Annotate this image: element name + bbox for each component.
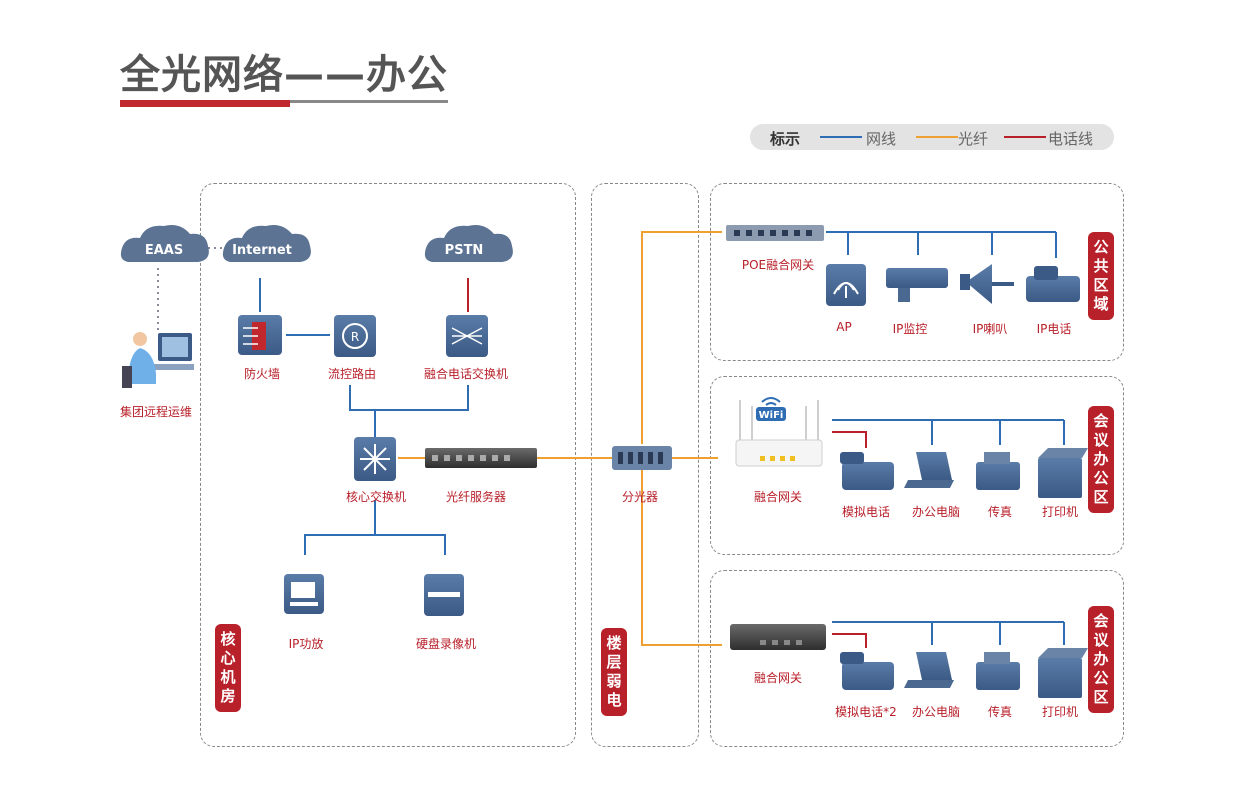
office-pc-2-icon xyxy=(904,652,954,688)
fax-1-label: 传真 xyxy=(987,505,1013,519)
gateway-1-label: 融合网关 xyxy=(753,490,803,504)
legend-network-label: 网线 xyxy=(866,130,897,148)
internet-cloud-label: Internet xyxy=(232,243,292,258)
zone-label-public: 公共区域 xyxy=(1088,232,1114,320)
pstn-cloud: PSTN xyxy=(424,225,513,262)
flow-router-label: 流控路由 xyxy=(327,367,377,381)
ip-camera-icon xyxy=(886,268,948,302)
zone-label-core: 核心机房 xyxy=(215,624,241,712)
office-pc-1-label: 办公电脑 xyxy=(911,505,961,519)
splitter-icon xyxy=(612,446,672,470)
office-pc-2-label: 办公电脑 xyxy=(911,705,961,719)
ip-amp-icon xyxy=(284,574,324,614)
nvr-icon xyxy=(424,574,464,616)
legend-phone-label: 电话线 xyxy=(1048,130,1094,148)
ip-speaker-label: IP喇叭 xyxy=(972,322,1008,336)
ip-phone-icon xyxy=(1026,266,1080,302)
wifi-badge-label: WiFi xyxy=(759,410,784,421)
legend: 标示 网线 光纤 电话线 xyxy=(750,124,1114,150)
fax-2-label: 传真 xyxy=(987,705,1013,719)
zone-core-room xyxy=(200,183,576,747)
ip-speaker-icon xyxy=(960,264,1014,304)
zone-public-area xyxy=(710,183,1124,361)
ip-camera-label: IP监控 xyxy=(892,322,928,336)
gateway-2-label: 融合网关 xyxy=(753,671,803,685)
gateway-2-icon xyxy=(730,624,826,650)
office-pc-1-icon xyxy=(904,452,954,488)
svg-text:R: R xyxy=(351,330,359,344)
legend-title: 标示 xyxy=(770,130,801,148)
fax-2-icon xyxy=(976,652,1020,690)
ap-label: AP xyxy=(836,320,852,334)
zone-meeting-office-2 xyxy=(710,570,1124,747)
fiber-cables xyxy=(398,231,722,646)
printer-2-icon xyxy=(1038,648,1088,698)
network-cables xyxy=(259,231,1065,645)
fiber-server-label: 光纤服务器 xyxy=(445,490,507,504)
splitter-label: 分光器 xyxy=(621,490,659,504)
printer-1-label: 打印机 xyxy=(1041,505,1079,519)
remote-link xyxy=(157,247,226,330)
firewall-icon xyxy=(238,315,282,355)
page-title: 全光网络——办公 xyxy=(120,52,448,98)
title-accent-bar xyxy=(120,100,290,107)
remote-ops-label: 集团远程运维 xyxy=(119,405,193,419)
gateway-1-icon: WiFi xyxy=(735,397,823,467)
legend-fiber-label: 光纤 xyxy=(958,130,989,148)
firewall-label: 防火墙 xyxy=(243,367,281,381)
legend-network-line xyxy=(820,136,862,138)
eaas-cloud-label: EAAS xyxy=(145,243,183,258)
phone-cables xyxy=(467,278,867,648)
ip-amp-label: IP功放 xyxy=(288,637,324,651)
voice-switch-icon xyxy=(446,315,488,357)
zone-floor-wiring xyxy=(591,183,699,747)
printer-2-label: 打印机 xyxy=(1041,705,1079,719)
legend-phone-line xyxy=(1004,136,1046,138)
zone-meeting-office-1 xyxy=(710,376,1124,555)
analog-phone-1-icon xyxy=(840,452,894,490)
fax-1-icon xyxy=(976,452,1020,490)
analog-phone-1-label: 模拟电话 xyxy=(841,505,891,519)
eaas-cloud: EAAS xyxy=(120,225,209,262)
poe-gateway-icon xyxy=(726,225,824,241)
ip-phone-label: IP电话 xyxy=(1036,322,1072,336)
analog-phone-2-icon xyxy=(840,652,894,690)
zone-label-meeting-2: 会议办公区 xyxy=(1088,606,1114,713)
internet-cloud: Internet xyxy=(222,225,311,262)
poe-gateway-label: POE融合网关 xyxy=(741,258,815,272)
legend-fiber-line xyxy=(916,136,958,138)
pstn-cloud-label: PSTN xyxy=(445,243,484,258)
fiber-server-icon xyxy=(425,448,537,468)
zone-label-meeting-1: 会议办公区 xyxy=(1088,406,1114,513)
ap-icon xyxy=(826,264,866,306)
printer-1-icon xyxy=(1038,448,1088,498)
analog-phone-2-label: 模拟电话*2 xyxy=(835,705,897,719)
remote-ops-person-icon xyxy=(122,332,194,388)
core-switch-icon xyxy=(354,437,396,481)
flow-router-icon: R xyxy=(334,315,376,357)
nvr-label: 硬盘录像机 xyxy=(415,637,477,651)
core-switch-label: 核心交换机 xyxy=(345,490,407,504)
voice-switch-label: 融合电话交换机 xyxy=(423,367,509,381)
zone-label-floor: 楼层弱电 xyxy=(601,628,627,716)
